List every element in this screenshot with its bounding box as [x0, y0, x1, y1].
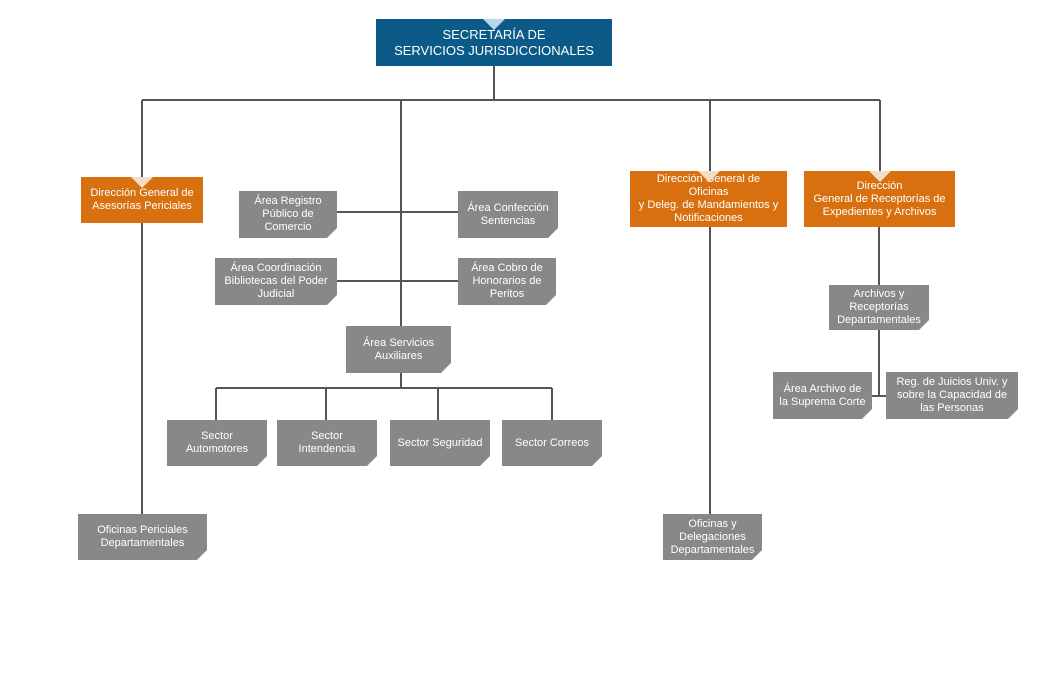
box-label-line: SECRETARÍA DE: [442, 26, 546, 42]
notch-marker: [483, 19, 505, 30]
area-confeccion-sentencias-box: Área Confección Sentencias: [458, 191, 558, 238]
box-label-line: Sector: [311, 430, 343, 442]
box-label-line: Auxiliares: [374, 349, 423, 362]
box-label-line: Comercio: [264, 221, 312, 233]
registro-juicios-universales-box: Reg. de Juicios Univ. y sobre la Capacid…: [886, 372, 1018, 419]
archivos-receptorias-box: Archivos y Receptorías Departamentales: [829, 285, 929, 330]
box-label-line: Automotores: [185, 443, 249, 455]
box-label-line: Bibliotecas del Poder: [224, 275, 328, 287]
notch-marker: [868, 171, 891, 182]
sector-intendencia-box: Sector Intendencia: [277, 420, 377, 466]
box-label-line: Oficinas y: [688, 517, 737, 530]
box-label-line: las Personas: [920, 402, 984, 414]
box-label-line: Dirección: [856, 179, 903, 192]
box-label-line: Departamentales: [100, 537, 185, 549]
notch-marker: [131, 177, 153, 188]
box-label-line: Sector Seguridad: [397, 436, 483, 449]
sector-seguridad-box: Sector Seguridad: [390, 420, 490, 466]
box-label-line: Judicial: [257, 288, 295, 300]
direccion-oficinas-mandamientos-box: Dirección General de Oficinas y Deleg. d…: [630, 171, 787, 227]
oficinas-periciales-box: Oficinas Periciales Departamentales: [78, 514, 207, 560]
box-label-line: Peritos: [489, 288, 525, 300]
box-label-line: la Suprema Corte: [779, 395, 866, 408]
area-coordinacion-bibliotecas-box: Área Coordinación Bibliotecas del Poder …: [215, 258, 337, 305]
oficinas-delegaciones-box: Oficinas y Delegaciones Departamentales: [663, 514, 762, 560]
box-label-line: Reg. de Juicios Univ. y: [896, 376, 1008, 388]
box-label-line: Área Coordinación: [230, 262, 322, 274]
box-label-line: sobre la Capacidad de: [896, 389, 1008, 401]
box-label-line: Delegaciones: [679, 530, 746, 543]
box-label-line: Expedientes y Archivos: [822, 205, 937, 218]
box-label-line: Oficinas Periciales: [97, 524, 188, 536]
box-label-line: Sentencias: [480, 214, 536, 227]
area-archivo-suprema-corte-box: Área Archivo de la Suprema Corte: [773, 372, 872, 419]
box-label-line: Sector: [201, 430, 233, 442]
box-label-line: Público de: [262, 208, 314, 220]
area-registro-comercio-box: Área Registro Público de Comercio: [239, 191, 337, 238]
direccion-receptorias-archivos-box: Dirección General de Receptorías de Expe…: [804, 171, 955, 227]
secretaria-servicios-jurisdiccionales-box: SECRETARÍA DE SERVICIOS JURISDICCIONALES: [376, 19, 612, 66]
box-label-line: Notificaciones: [674, 212, 743, 224]
box-label-line: Sector Correos: [515, 436, 589, 449]
box-label-line: Departamentales: [837, 314, 921, 326]
box-label-line: General de Receptorías de: [813, 192, 946, 205]
sector-correos-box: Sector Correos: [502, 420, 602, 466]
sector-automotores-box: Sector Automotores: [167, 420, 267, 466]
direccion-asesorias-periciales-box: Dirección General de Asesorías Periciale…: [81, 177, 203, 223]
box-label-line: Honorarios de: [472, 275, 542, 287]
box-label-line: Departamentales: [670, 543, 755, 556]
box-label-line: Receptorías: [849, 301, 909, 313]
box-label-line: Intendencia: [298, 443, 356, 455]
box-label-line: Área Servicios: [363, 336, 434, 349]
area-cobro-honorarios-box: Área Cobro de Honorarios de Peritos: [458, 258, 556, 305]
notch-marker: [697, 171, 720, 182]
box-label-line: Archivos y: [853, 288, 905, 300]
box-label-line: Área Registro: [254, 195, 322, 207]
area-servicios-auxiliares-box: Área Servicios Auxiliares: [346, 326, 451, 373]
box-label-line: Área Confección: [467, 201, 549, 214]
box-label-line: Área Cobro de: [471, 262, 543, 274]
box-label-line: Asesorías Periciales: [92, 200, 192, 212]
box-label-line: SERVICIOS JURISDICCIONALES: [394, 42, 594, 58]
box-label-line: Dirección General de: [90, 187, 194, 199]
box-label-line: y Deleg. de Mandamientos y: [638, 199, 779, 211]
box-label-line: Área Archivo de: [783, 382, 862, 395]
